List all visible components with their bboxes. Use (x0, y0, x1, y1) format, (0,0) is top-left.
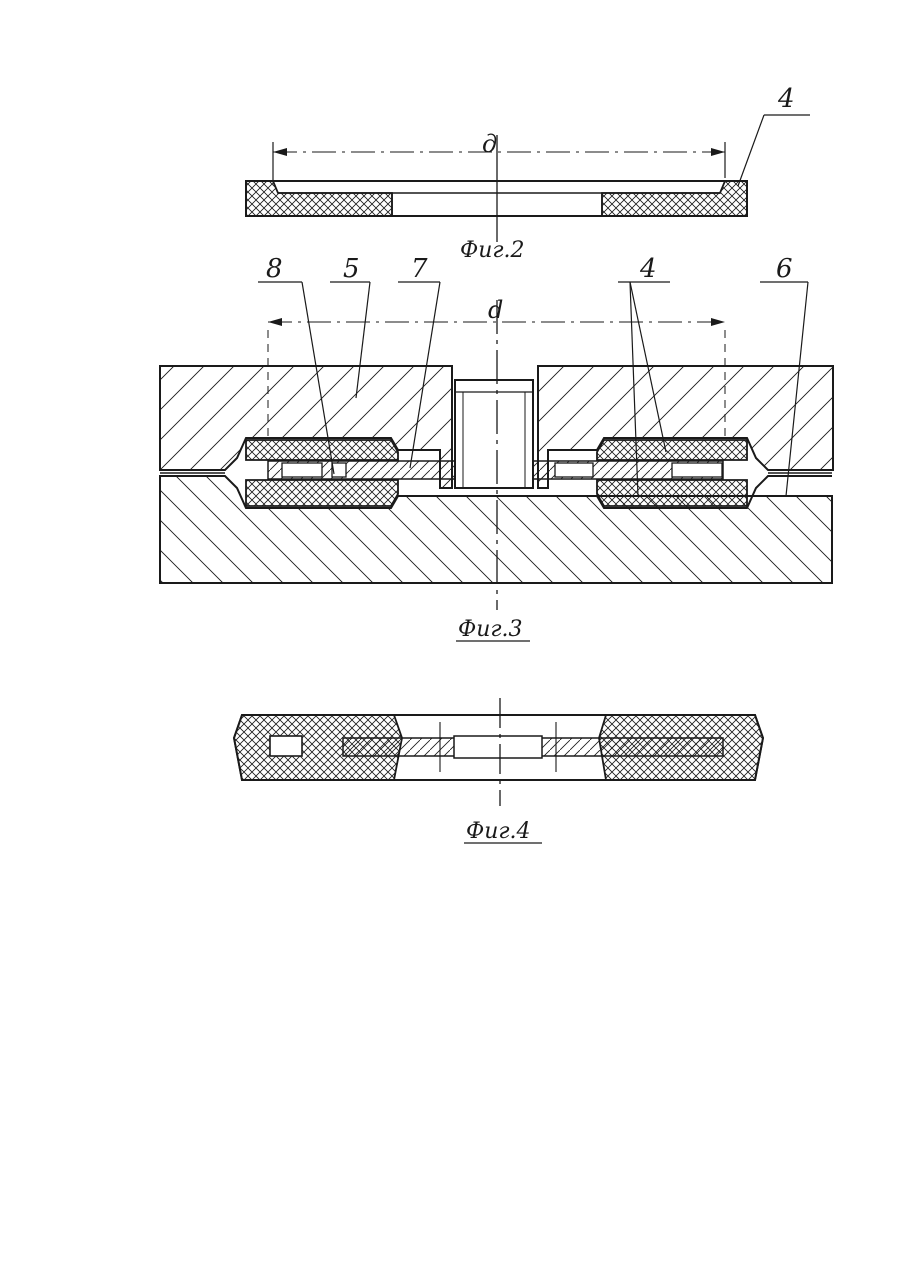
dimension-label-fig3: d (488, 296, 503, 324)
callout-label: 4 (777, 84, 795, 114)
left-lower-friction-ring (246, 480, 398, 506)
figure-caption-fig3: Фиг.3 (456, 617, 530, 642)
right-lower-friction-ring (597, 480, 747, 506)
central-punch (455, 380, 533, 488)
figure-caption-fig4: Фиг.4 (464, 819, 542, 844)
figure-2-disc-blank: д 4 Фиг.2 (246, 84, 810, 263)
callout-label: 6 (776, 254, 793, 284)
dimension-label-fig2: д (482, 130, 497, 158)
figure-3-press-mold: d (160, 254, 833, 642)
callout-label: 5 (343, 254, 360, 284)
callout-label: 7 (411, 254, 428, 284)
figure-4-finished-disc: Фиг.4 (234, 698, 763, 844)
left-upper-friction-ring (246, 440, 398, 460)
dimension-line-d-fig2: д (273, 130, 725, 180)
figure-caption-fig2: Фиг.2 (460, 238, 525, 263)
central-hole-fig4 (454, 736, 542, 758)
callout-label: 8 (266, 254, 283, 284)
svg-text:Фиг.4: Фиг.4 (466, 819, 531, 844)
svg-text:Фиг.3: Фиг.3 (458, 617, 523, 642)
left-insert (270, 736, 302, 756)
callout-label: 4 (639, 254, 657, 284)
right-upper-friction-ring (597, 440, 747, 460)
callout-4-fig2: 4 (738, 84, 810, 186)
